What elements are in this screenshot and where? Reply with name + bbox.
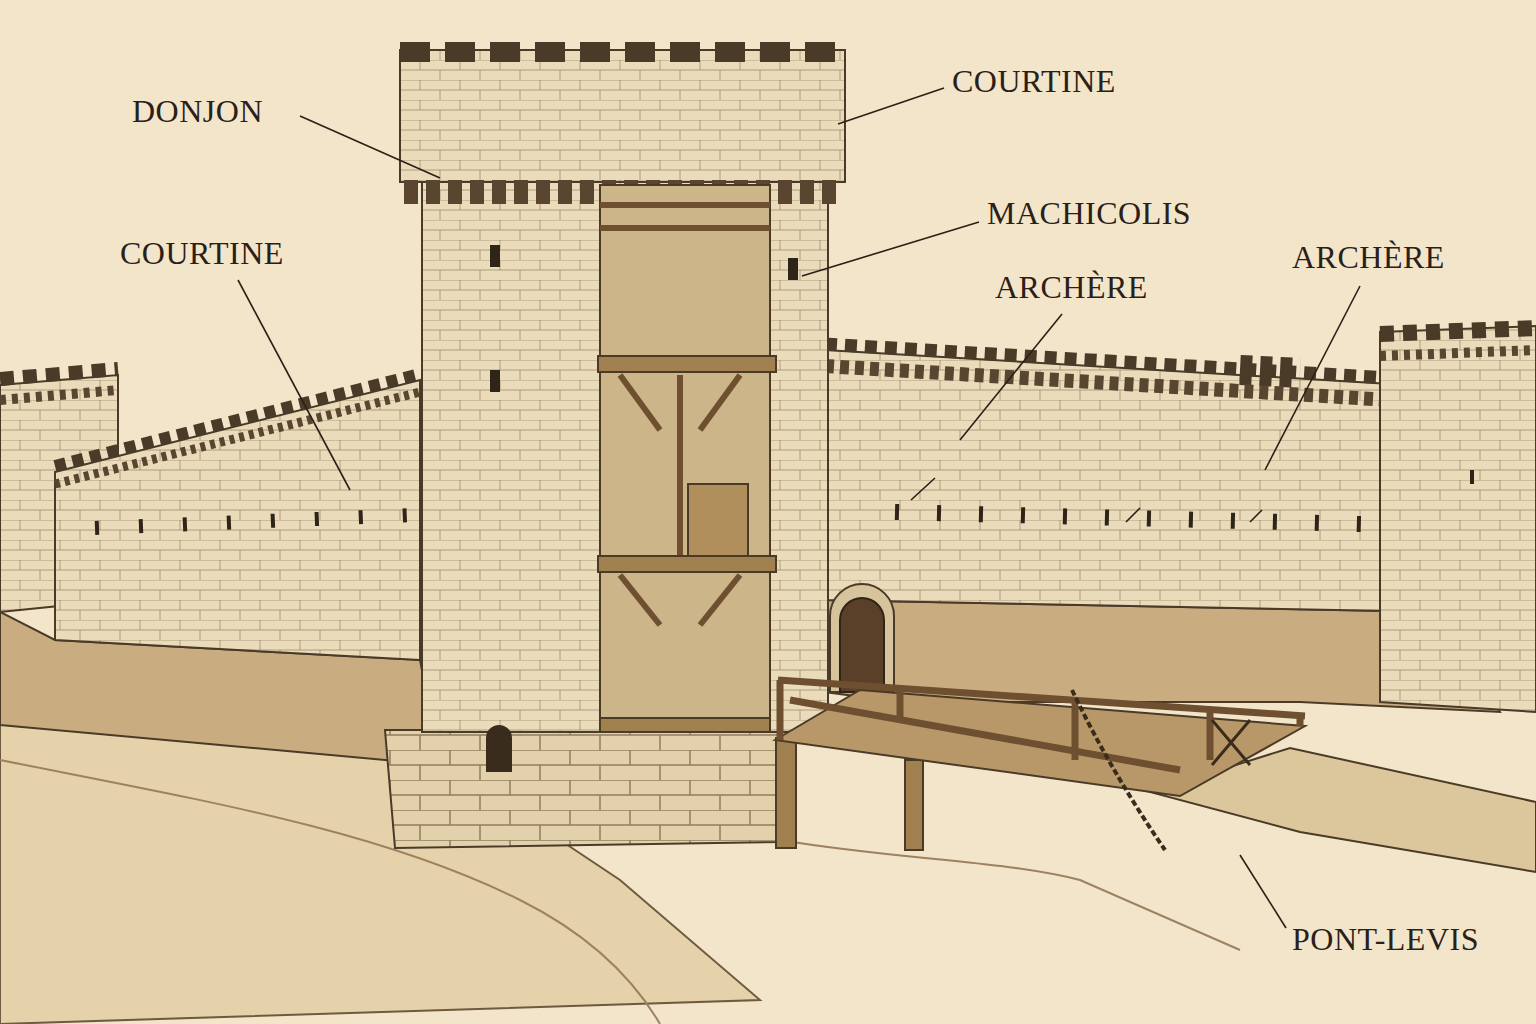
crenellation (55, 374, 420, 466)
brace (620, 575, 660, 625)
part-label: ARCHÈRE (991, 270, 1152, 305)
window (490, 245, 500, 267)
leader-line (1240, 855, 1286, 928)
left-curtain-wall (0, 374, 440, 765)
part-label: COURTINE (948, 64, 1120, 99)
corbels (0, 390, 118, 400)
chain (1212, 720, 1250, 765)
leader-line (802, 222, 979, 276)
leader-line (838, 88, 944, 124)
donjon-tower (385, 50, 845, 848)
corbels (55, 392, 420, 484)
archere (1470, 470, 1474, 484)
beam (600, 202, 770, 208)
post (1297, 716, 1304, 726)
floor (600, 718, 770, 732)
crenellation (0, 369, 118, 379)
tower-body (422, 180, 828, 732)
leader-line (960, 314, 1062, 440)
leader-lines (238, 88, 1360, 928)
brace (700, 375, 740, 430)
rail (790, 700, 1180, 770)
post (777, 680, 784, 740)
archere-slits (895, 512, 1400, 525)
leader-line (911, 478, 1262, 522)
leader-line (238, 280, 350, 490)
right-tower (1380, 326, 1536, 712)
part-label: COURTINE (116, 236, 288, 271)
beam (600, 225, 770, 231)
arched-window (486, 725, 512, 772)
post (1207, 710, 1214, 760)
window (490, 370, 500, 392)
leader-line (1265, 286, 1360, 470)
archere-slits (95, 515, 415, 528)
gate (830, 584, 894, 692)
corbels (1380, 350, 1536, 356)
tower-plinth (385, 730, 780, 848)
leader-line (300, 116, 440, 178)
floor (598, 556, 776, 572)
post (677, 375, 683, 555)
drawbridge (775, 680, 1536, 872)
crenellation (1380, 328, 1536, 334)
chain (1072, 690, 1165, 850)
gate-surround (830, 584, 894, 692)
part-label: PONT-LEVIS (1288, 922, 1483, 957)
cutaway-interior (600, 185, 770, 732)
post (897, 688, 904, 720)
post (1072, 700, 1079, 760)
tower-body (1380, 326, 1536, 712)
window (788, 258, 798, 280)
pier (905, 760, 923, 850)
moat-bank (780, 840, 1240, 950)
machicolation-corbels (825, 366, 1440, 403)
crenellation (400, 42, 845, 62)
brace (620, 375, 660, 430)
floor (598, 356, 776, 372)
gate-opening (840, 598, 884, 692)
part-label: MACHICOLIS (983, 196, 1195, 231)
wall-face (825, 350, 1440, 612)
brace (700, 575, 740, 625)
tower-top (400, 50, 845, 182)
crenellation (1240, 370, 1300, 373)
door (688, 484, 748, 556)
ground (0, 700, 1240, 1024)
bridge-deck (775, 690, 1305, 796)
railings (778, 680, 1305, 770)
part-label: ARCHÈRE (1288, 240, 1449, 275)
pier (776, 738, 796, 848)
part-label: DONJON (128, 94, 267, 129)
